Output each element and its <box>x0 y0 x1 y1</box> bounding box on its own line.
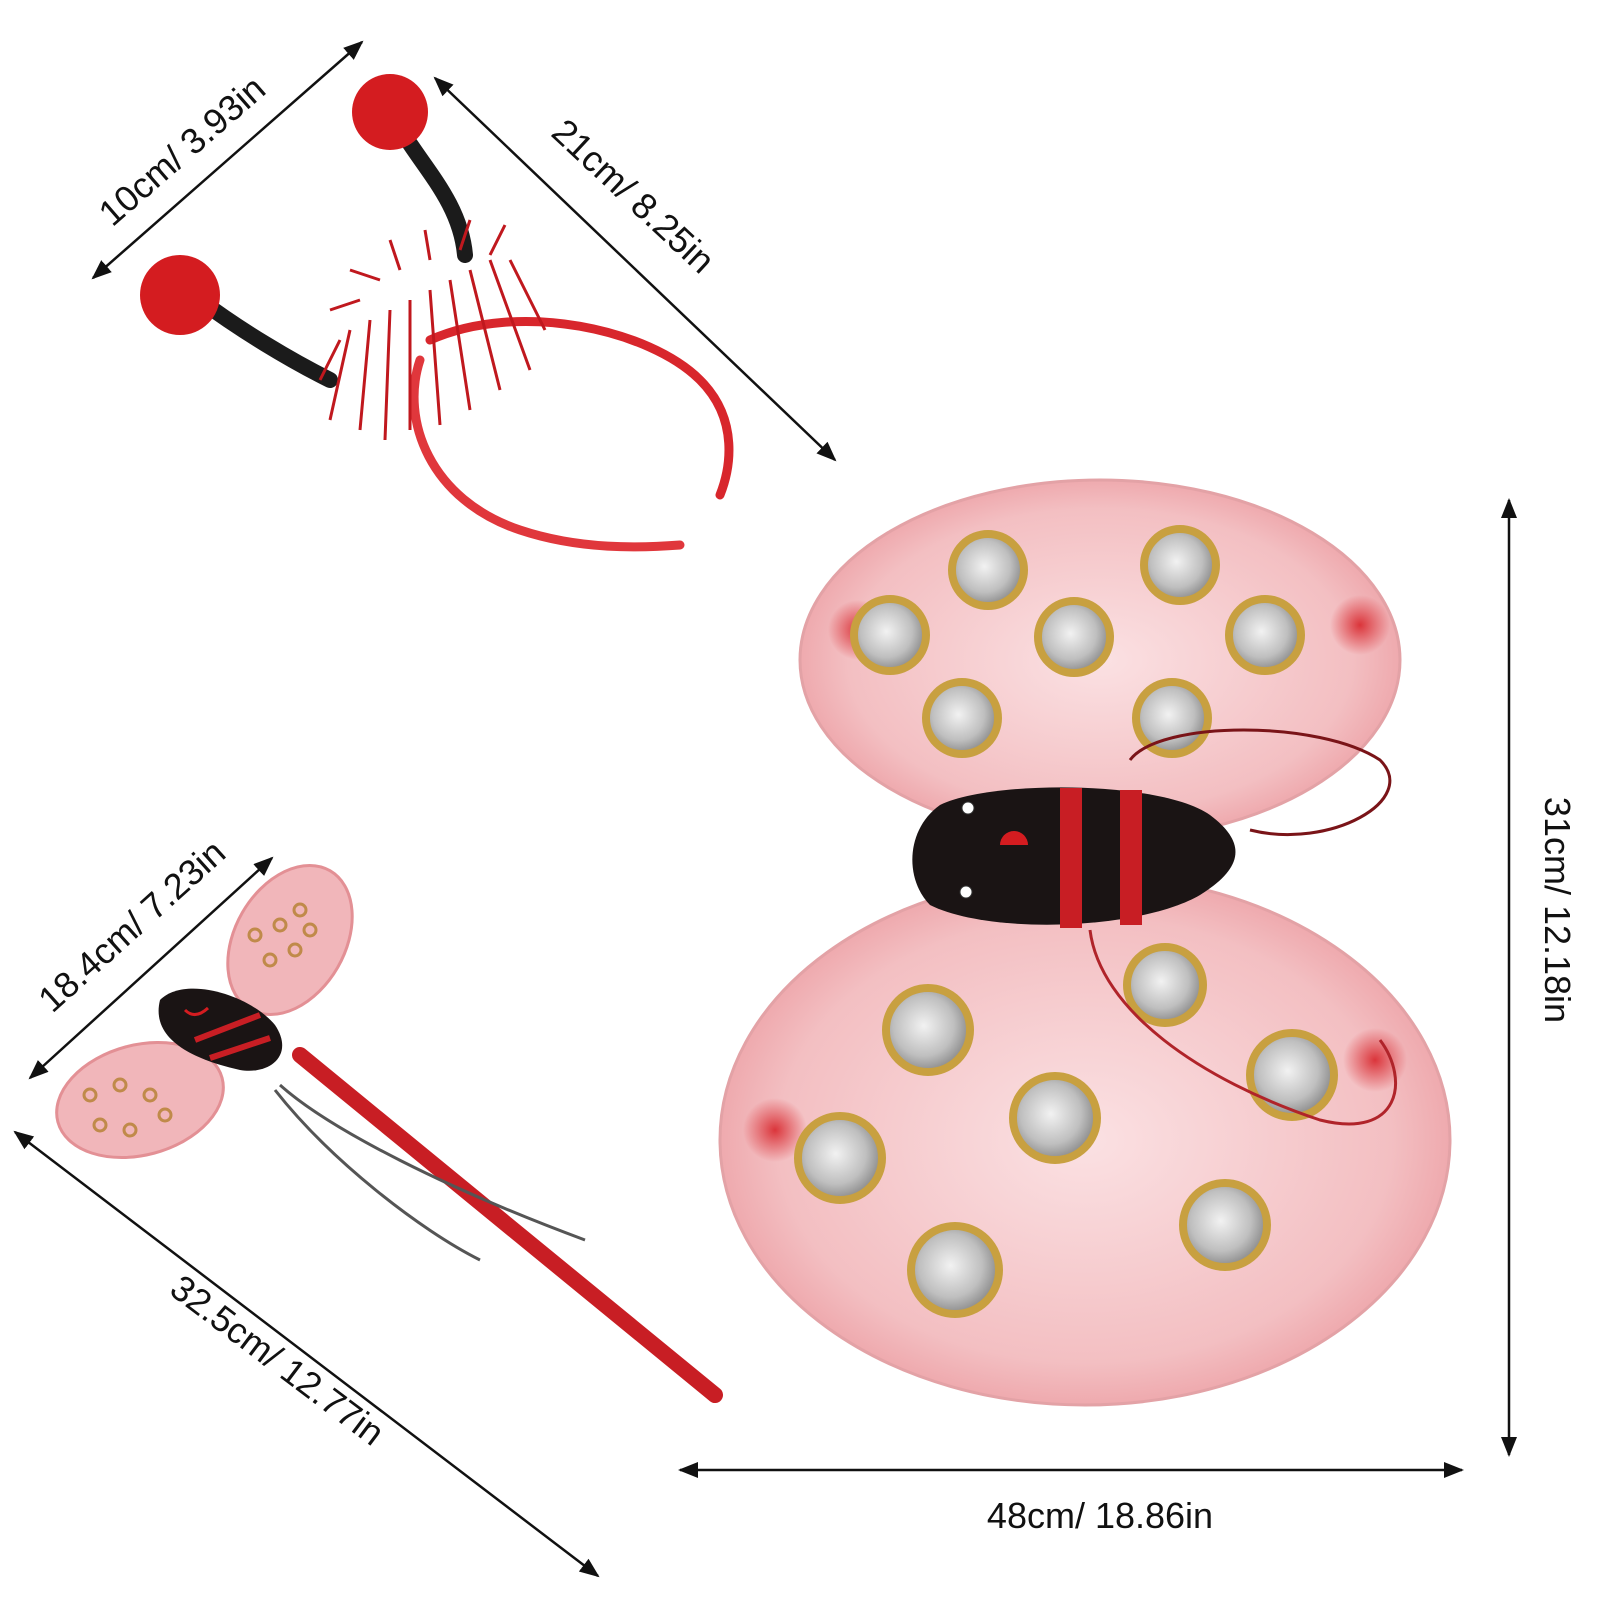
wing-spot <box>948 530 1028 610</box>
bee-eye <box>961 801 975 815</box>
dimension-lines <box>13 40 1517 1578</box>
wing-spot <box>1132 678 1212 758</box>
wing-spot <box>1179 1179 1271 1271</box>
wing-spot <box>1246 1029 1338 1121</box>
wand-stick <box>292 1047 723 1403</box>
wing-glow <box>743 1098 807 1162</box>
headband <box>140 74 734 552</box>
wings <box>718 478 1452 1407</box>
arrow-icon <box>28 856 274 1080</box>
bee-mouth <box>1000 831 1028 845</box>
wing-spot <box>794 1112 886 1204</box>
headband-band <box>425 316 734 500</box>
antenna-left <box>192 292 338 388</box>
bee-eye <box>959 885 973 899</box>
tinsel-cluster <box>318 219 547 441</box>
wing-spots <box>794 525 1338 1318</box>
wings-width-label: 48cm/ 18.86in <box>987 1495 1213 1536</box>
body-stripe <box>1120 790 1142 925</box>
wing-spot <box>1225 595 1305 675</box>
headband-width-label: 21cm/ 8.25in <box>544 111 723 282</box>
wing-spot <box>1034 597 1114 677</box>
wing-spot <box>1140 525 1220 605</box>
wing-spot <box>882 984 974 1076</box>
wing-spot <box>850 595 930 675</box>
body-stripe <box>1060 788 1082 928</box>
wings-height-label: 31cm/ 12.18in <box>1537 797 1578 1023</box>
elastic-strap-upper <box>1128 728 1392 836</box>
wing-spot <box>922 678 1002 758</box>
pompom-left <box>140 255 220 335</box>
wing-glow <box>1330 595 1390 655</box>
elastic-strap-lower <box>1088 929 1397 1126</box>
wing-spot <box>907 1222 1003 1318</box>
arrow-icon <box>433 76 837 462</box>
wing-glow <box>1343 1028 1407 1092</box>
arrow-icon <box>91 40 364 280</box>
wing-spot <box>1009 1072 1101 1164</box>
wand-length-label: 32.5cm/ 12.77in <box>163 1267 392 1454</box>
pompom-right <box>352 74 428 150</box>
wing-spot <box>1123 943 1207 1027</box>
arrow-icon <box>13 1130 600 1578</box>
headband-height-label: 10cm/ 3.93in <box>91 67 273 233</box>
headband-band-lower <box>409 355 685 552</box>
